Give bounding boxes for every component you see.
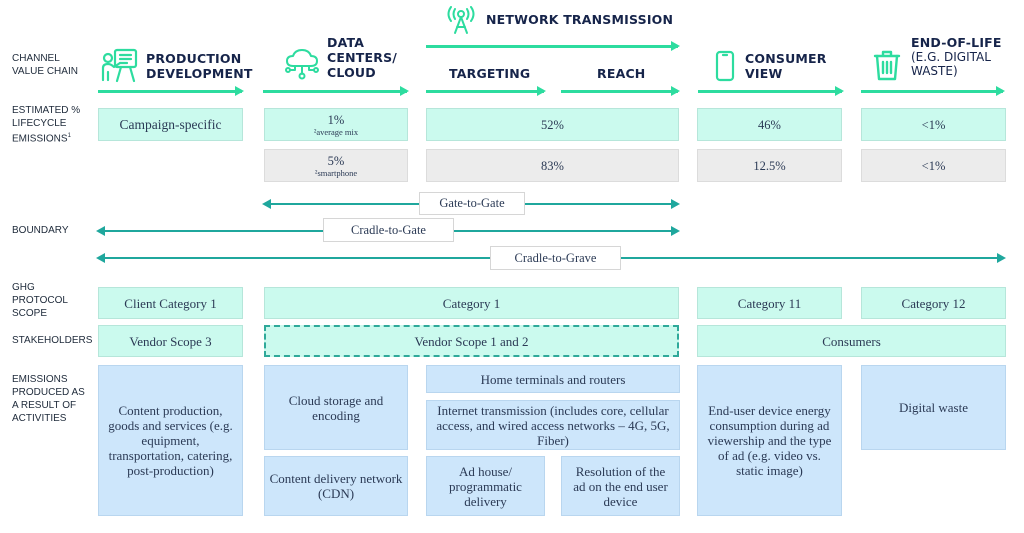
row-label-ghg: GHG PROTOCOL SCOPE [12, 282, 68, 319]
stage-eol-title: END-OF-LIFE (E.G. DIGITAL WASTE) [911, 35, 1002, 78]
emission-ad-house: Ad house/ programmatic delivery [426, 456, 545, 516]
value-chain-arrow-eol [861, 86, 1005, 96]
emission-digital-waste: Digital waste [861, 365, 1006, 450]
lifecycle-consumer-average: 46% [697, 108, 842, 141]
emission-home-terminals: Home terminals and routers [426, 365, 680, 393]
arrow-left-icon [96, 226, 105, 236]
arrow-left-icon [262, 199, 271, 209]
stage-consumer-line2: VIEW [745, 66, 783, 81]
arrow-right-icon [997, 253, 1006, 263]
stage-eol-line1: END-OF-LIFE [911, 35, 1002, 50]
arrow-right-icon [671, 226, 680, 236]
smartphone-icon [714, 50, 736, 82]
lifecycle-datacenters-smartphone-value: 5% [327, 153, 345, 168]
stage-eol-line3: WASTE) [911, 64, 958, 78]
stage-network-reach: REACH [597, 66, 646, 81]
lifecycle-consumer-smartphone: 12.5% [697, 149, 842, 182]
row-label-stakeholders: STAKEHOLDERS [12, 335, 93, 346]
stage-network-title: NETWORK TRANSMISSION [486, 12, 674, 27]
lifecycle-eol-average: <1% [861, 108, 1006, 141]
stakeholder-consumer: Consumers [697, 325, 1006, 357]
lifecycle-datacenters-smartphone: 5% ²smartphone [264, 149, 408, 182]
lifecycle-production: Campaign-specific [98, 108, 243, 141]
presenter-board-icon [101, 48, 139, 84]
stage-network-targeting: TARGETING [449, 66, 531, 81]
ghg-middle: Category 1 [264, 287, 679, 319]
emission-internet-transmission: Internet transmission (includes core, ce… [426, 400, 680, 450]
stage-production-line2: DEVELOPMENT [146, 66, 253, 81]
stakeholder-middle: Vendor Scope 1 and 2 [264, 325, 679, 357]
stage-consumer-title: CONSUMER VIEW [745, 51, 827, 81]
row-label-value-chain: CHANNEL VALUE CHAIN [12, 53, 78, 77]
lifecycle-network-average: 52% [426, 108, 679, 141]
stage-datacenters-line3: CLOUD [327, 65, 376, 80]
lifecycle-network-smartphone: 83% [426, 149, 679, 182]
value-chain-arrow-network [426, 41, 680, 51]
stage-consumer-line1: CONSUMER [745, 51, 827, 66]
value-chain-arrow-targeting [426, 86, 546, 96]
lifecycle-eol-smartphone: <1% [861, 149, 1006, 182]
boundary-cradle-to-gate-label: Cradle-to-Gate [323, 218, 454, 242]
ghg-production: Client Category 1 [98, 287, 243, 319]
stage-datacenters-line2: CENTERS/ [327, 50, 398, 65]
cloud-network-icon [285, 48, 319, 80]
lifecycle-datacenters-average-note: ²average mix [313, 126, 359, 137]
row-label-lifecycle: ESTIMATED % LIFECYCLE EMISSIONS1 [12, 104, 92, 145]
stage-eol-line2: (E.G. DIGITAL [911, 50, 991, 64]
value-chain-arrow-consumer [698, 86, 844, 96]
boundary-cradle-to-grave-label: Cradle-to-Grave [490, 246, 621, 270]
row-label-boundary: BOUNDARY [12, 225, 69, 236]
boundary-gate-to-gate-label: Gate-to-Gate [419, 192, 525, 215]
arrow-left-icon [96, 253, 105, 263]
lifecycle-datacenters-average-value: 1% [327, 112, 345, 127]
stage-datacenters-title: DATA CENTERS/ CLOUD [327, 35, 397, 80]
emission-end-user-device: End-user device energy consumption durin… [697, 365, 842, 516]
row-label-lifecycle-text: ESTIMATED % LIFECYCLE EMISSIONS [12, 105, 81, 145]
emission-resolution: Resolution of the ad on the end user dev… [561, 456, 680, 516]
value-chain-arrow-datacenters [263, 86, 409, 96]
emission-cdn: Content delivery network (CDN) [264, 456, 408, 516]
lifecycle-datacenters-average: 1% ²average mix [264, 108, 408, 141]
arrow-right-icon [671, 199, 680, 209]
antenna-tower-icon [446, 5, 476, 35]
stage-datacenters-line1: DATA [327, 35, 365, 50]
row-label-emissions: EMISSIONS PRODUCED AS A RESULT OF ACTIVI… [12, 374, 85, 424]
trash-bin-icon [872, 48, 902, 82]
ghg-consumer: Category 11 [697, 287, 842, 319]
stage-production-title: PRODUCTION DEVELOPMENT [146, 51, 253, 81]
emission-production: Content production, goods and services (… [98, 365, 243, 516]
ghg-eol: Category 12 [861, 287, 1006, 319]
stakeholder-production: Vendor Scope 3 [98, 325, 243, 357]
stage-production-line1: PRODUCTION [146, 51, 242, 66]
emission-cloud-storage: Cloud storage and encoding [264, 365, 408, 450]
footnote-marker: 1 [67, 133, 71, 139]
value-chain-arrow-production [98, 86, 244, 96]
lifecycle-datacenters-smartphone-note: ²smartphone [314, 167, 358, 178]
value-chain-arrow-reach [561, 86, 680, 96]
